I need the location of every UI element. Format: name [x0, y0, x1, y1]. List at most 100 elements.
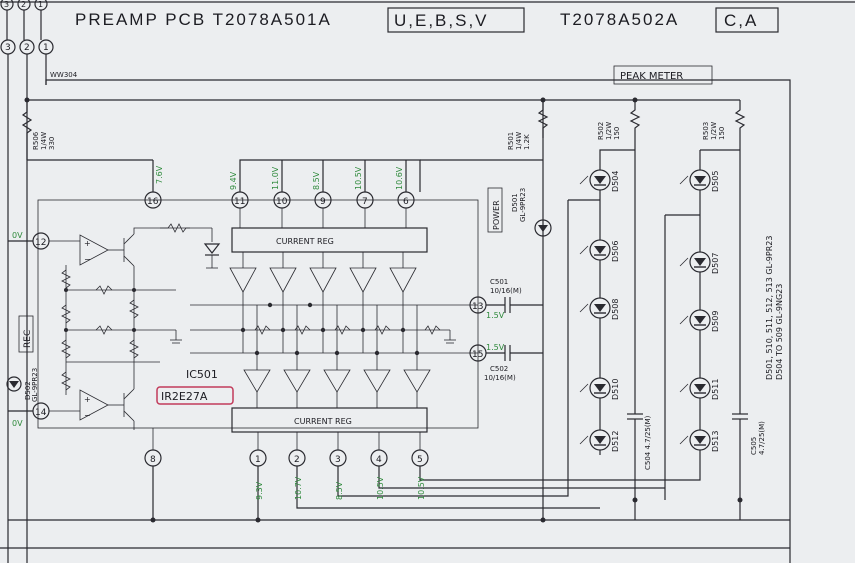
- voltage-pin1: 9.3V: [255, 481, 264, 500]
- svg-text:1: 1: [255, 455, 261, 465]
- voltage-pin9: 8.5V: [312, 171, 321, 190]
- variant-codes-right: C,A: [724, 11, 758, 30]
- voltage-pin3: 8.5V: [335, 481, 344, 500]
- pin-14: 14: [35, 408, 47, 418]
- svg-text:8: 8: [150, 455, 156, 465]
- svg-text:5: 5: [417, 455, 423, 465]
- feedback-network: [61, 265, 176, 395]
- capacitor-c505: C505 4.7/25(M): [732, 150, 766, 500]
- led-label-d510: D510: [611, 379, 620, 400]
- svg-text:4.7/25(M): 4.7/25(M): [758, 421, 766, 455]
- svg-text:7: 7: [362, 197, 368, 207]
- svg-text:D501: D501: [511, 193, 519, 212]
- svg-text:GL-9PR23: GL-9PR23: [31, 368, 39, 402]
- input-voltage-2: 0V: [12, 419, 23, 428]
- voltage-pin10: 11.0V: [271, 166, 280, 190]
- ground-dots: [150, 497, 743, 523]
- svg-text:1/4W: 1/4W: [515, 132, 523, 150]
- ic-top-pins: 16 11 10 9 7 6: [144, 191, 415, 209]
- svg-text:2: 2: [21, 0, 26, 9]
- variant-box-right: [715, 7, 779, 33]
- voltage-pin13: 1.5V: [486, 311, 505, 320]
- wire-label-ww304: WW304: [50, 71, 78, 79]
- voltage-pin16: 7.6V: [155, 165, 164, 184]
- opamp-lower: [79, 389, 109, 421]
- voltage-pin6: 10.6V: [395, 166, 404, 190]
- led-d501: [534, 219, 552, 237]
- led-label-d505: D505: [711, 171, 720, 192]
- current-reg-bottom: [231, 407, 428, 433]
- led-string-left: [567, 165, 601, 470]
- pcb-title-right: T2078A502A: [560, 10, 679, 29]
- connector-top: 3 2 1: [0, 0, 48, 11]
- opamp-upper: [79, 234, 109, 266]
- resistor-r502: [629, 100, 641, 150]
- ic-part-number: IR2E27A: [161, 390, 208, 403]
- svg-text:16: 16: [147, 197, 159, 207]
- led-d508: D508: [579, 297, 620, 320]
- pin-13: 13: [472, 302, 483, 312]
- svg-text:10/16(M): 10/16(M): [490, 287, 522, 295]
- svg-text:1.2K: 1.2K: [523, 134, 531, 150]
- svg-text:10: 10: [276, 197, 288, 207]
- current-reg-top-label: CURRENT REG: [276, 237, 334, 246]
- svg-text:C501: C501: [490, 278, 508, 286]
- svg-text:150: 150: [613, 127, 621, 140]
- pin-15: 15: [472, 350, 483, 360]
- voltage-pin7: 10.5V: [354, 166, 363, 190]
- svg-text:3: 3: [335, 455, 341, 465]
- led-d505: D505: [679, 169, 720, 192]
- svg-text:−: −: [84, 411, 91, 420]
- ladder-dots: [240, 302, 420, 356]
- voltage-pin11: 9.4V: [229, 171, 238, 190]
- current-reg-top: [231, 227, 428, 253]
- resistor-r503: [734, 100, 746, 150]
- svg-text:4: 4: [376, 455, 382, 465]
- peak-meter-box: [613, 65, 713, 85]
- svg-text:330: 330: [48, 137, 56, 150]
- connector-mid: 3 2 1: [0, 39, 54, 55]
- peak-meter-label: PEAK METER: [620, 71, 683, 82]
- variant-codes-left: U,E,B,S,V: [394, 11, 489, 30]
- svg-text:2: 2: [24, 43, 30, 53]
- resistor-r506: R506 1/4W 330: [21, 100, 56, 160]
- svg-text:2: 2: [294, 455, 300, 465]
- ic501-outline: [37, 199, 479, 429]
- pin-12: 12: [35, 238, 46, 248]
- led-label-d512: D512: [611, 431, 620, 452]
- voltage-pin2: 10.7V: [294, 476, 303, 500]
- led-d511: D511: [679, 377, 720, 400]
- capacitor-c502: C502 10/16(M): [484, 345, 543, 382]
- svg-text:1: 1: [43, 43, 49, 53]
- svg-text:3: 3: [4, 0, 9, 9]
- svg-text:−: −: [84, 255, 91, 264]
- led-label-d511: D511: [711, 379, 720, 400]
- capacitor-c504: C504 4.7/25(M): [627, 150, 652, 500]
- led-label-d507: D507: [711, 253, 720, 274]
- comparator-row-top: [229, 252, 417, 293]
- current-reg-bottom-label: CURRENT REG: [294, 417, 352, 426]
- comparator-row-bottom: [243, 369, 431, 408]
- svg-text:R502: R502: [597, 122, 605, 140]
- variant-box-left: [387, 7, 525, 33]
- led-d512: D512: [579, 429, 620, 452]
- led-label-d513: D513: [711, 431, 720, 452]
- led-d502: [6, 376, 22, 392]
- svg-text:1: 1: [38, 0, 43, 9]
- power-label: POWER: [492, 200, 501, 230]
- svg-text:R501: R501: [507, 132, 515, 150]
- voltage-pin15: 1.5V: [486, 343, 505, 352]
- led-label-d509: D509: [711, 311, 720, 332]
- rec-label: REC: [23, 330, 33, 348]
- led-label-d504: D504: [611, 171, 620, 192]
- ic-ref-label: IC501: [186, 368, 218, 381]
- svg-text:D502: D502: [24, 381, 32, 400]
- led-d513: D513: [679, 429, 720, 452]
- voltage-pin4: 10.5V: [376, 476, 385, 500]
- power-box: [487, 187, 503, 233]
- svg-text:C504 4.7/25(M): C504 4.7/25(M): [644, 415, 652, 470]
- header: PREAMP PCB T2078A501A U,E,B,S,V T2078A50…: [0, 1, 855, 33]
- pcb-title-left: PREAMP PCB T2078A501A: [75, 10, 332, 29]
- led-d504: D504: [579, 169, 620, 192]
- svg-text:1/2W: 1/2W: [710, 122, 718, 140]
